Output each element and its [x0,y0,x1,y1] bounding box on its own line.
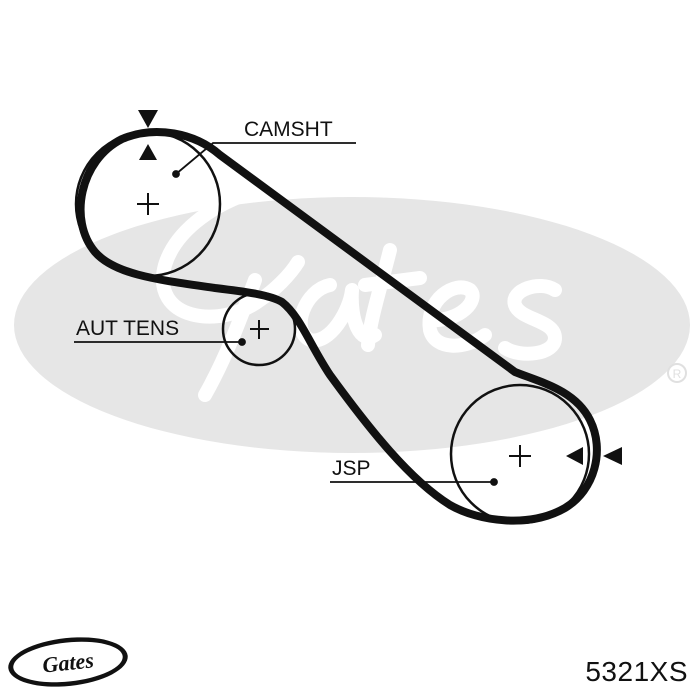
center-marks [137,193,531,467]
gates-logo: Gates [8,637,128,687]
tensioner-leader-dot [238,338,246,346]
camshaft-timing-mark-inner [139,144,157,160]
registered-mark-circle [667,363,687,383]
logo-inner-oval [13,641,123,683]
camshaft-leader-dot [172,170,180,178]
timing-belt [76,128,601,525]
crankshaft-timing-mark-inner [566,447,583,465]
crankshaft-timing-mark-outer [603,447,622,465]
camshaft-label: CAMSHT [244,118,333,141]
part-number: 5321XS [585,656,688,687]
registered-mark-letter: R [673,367,682,381]
tensioner-label: AUT TENS [76,317,179,340]
camshaft-center-mark [137,193,159,215]
crankshaft-leader-dot [490,478,498,486]
logo-wordmark: Gates [41,647,95,677]
timing-marks [138,110,622,465]
camshaft-leader [175,142,356,175]
camshaft-timing-mark-outer [138,110,158,128]
crankshaft-label: JSP [332,457,371,480]
tensioner-center-mark [250,320,269,339]
crankshaft-center-mark [509,445,531,467]
leader-lines [74,142,498,486]
